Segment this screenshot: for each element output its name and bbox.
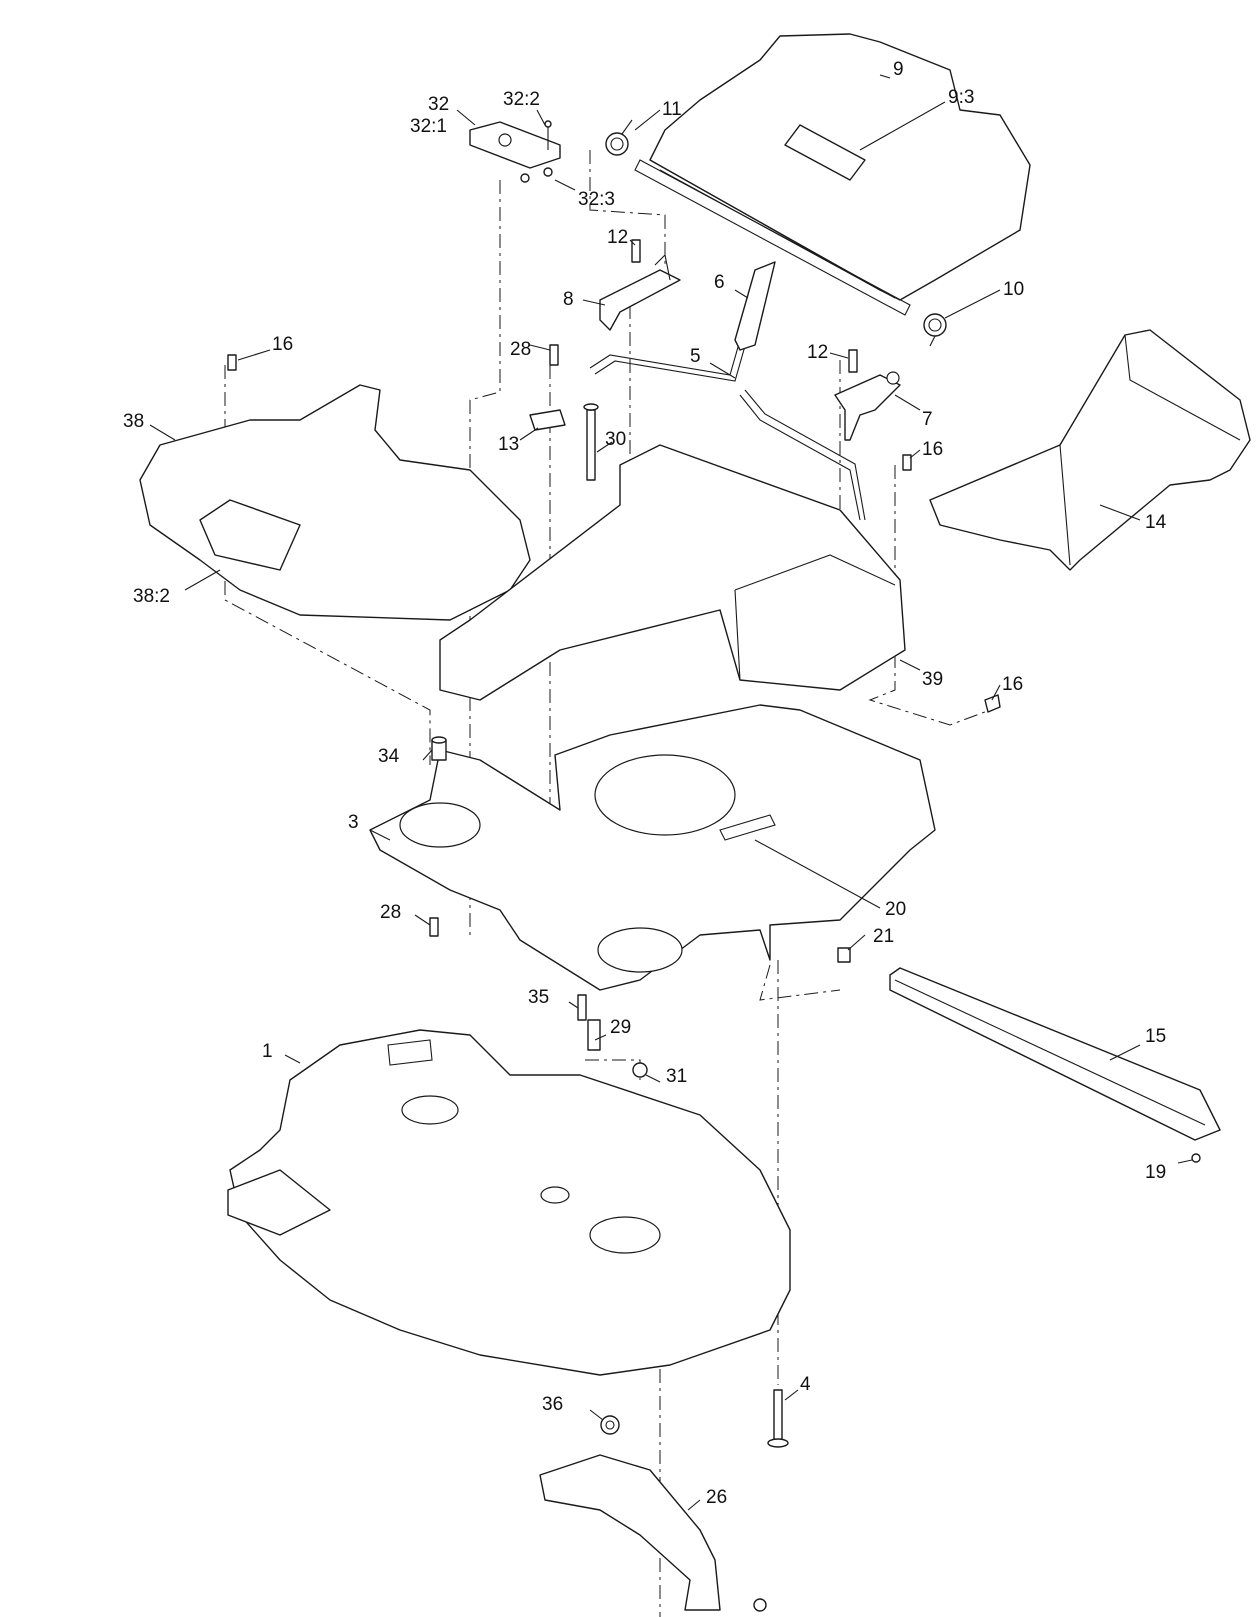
callout-14: 14 <box>1145 512 1167 533</box>
part-6-lever-handle <box>734 261 776 351</box>
callout-12a: 12 <box>607 227 628 248</box>
callout-8: 8 <box>563 289 574 310</box>
callout-4: 4 <box>800 1374 811 1395</box>
callout-7: 7 <box>922 409 933 430</box>
callout-16b: 16 <box>922 439 943 460</box>
callout-20: 20 <box>885 899 906 920</box>
part-9-top-cover <box>634 33 1031 316</box>
callout-30: 30 <box>605 429 626 450</box>
callout-38-2: 38:2 <box>133 586 170 607</box>
part-4-bolt <box>767 1389 789 1448</box>
part-13-plate <box>529 409 566 431</box>
decal-9-3 <box>784 124 866 181</box>
callout-9-3: 9:3 <box>948 87 974 108</box>
callout-32-3: 32:3 <box>578 189 615 210</box>
part-19-screw <box>1191 1153 1201 1163</box>
part-32-bracket <box>469 120 561 183</box>
callout-38: 38 <box>123 411 144 432</box>
part-36-nut <box>600 1415 620 1435</box>
callout-26: 26 <box>706 1487 727 1508</box>
callout-31: 31 <box>666 1066 687 1087</box>
decal-38-2 <box>199 499 301 571</box>
callout-10: 10 <box>1003 279 1024 300</box>
callout-32-1: 32:1 <box>410 116 447 137</box>
callout-labels: 1 3 4 5 6 7 8 9 9:3 10 11 12 12 13 14 15… <box>123 59 1167 1508</box>
leader-lines <box>149 74 1193 1511</box>
part-14-side-guard <box>929 329 1251 571</box>
callout-16c: 16 <box>1002 674 1023 695</box>
fasteners-upper <box>227 239 1001 713</box>
part-30-pin <box>583 403 599 481</box>
callout-21: 21 <box>873 926 894 947</box>
callout-11: 11 <box>662 99 682 120</box>
part-11-spring <box>605 119 633 156</box>
callout-5: 5 <box>690 346 701 367</box>
part-15-rail <box>889 967 1221 1141</box>
part-1-deck <box>227 1029 791 1376</box>
callout-12b: 12 <box>807 342 828 363</box>
callout-1: 1 <box>262 1041 273 1062</box>
callout-15: 15 <box>1145 1026 1166 1047</box>
part-20-frame <box>369 704 936 991</box>
callout-34: 34 <box>378 746 400 767</box>
callout-29: 29 <box>610 1017 631 1038</box>
callout-19: 19 <box>1145 1162 1166 1183</box>
callout-9: 9 <box>893 59 904 80</box>
callout-35: 35 <box>528 987 549 1008</box>
callout-39: 39 <box>922 669 943 690</box>
callout-6: 6 <box>714 272 725 293</box>
callout-13: 13 <box>498 434 519 455</box>
fasteners-middle <box>429 736 851 1078</box>
callout-32-2: 32:2 <box>503 89 540 110</box>
callout-3: 3 <box>348 812 359 833</box>
callout-16a: 16 <box>272 334 293 355</box>
part-38-seat <box>139 384 531 621</box>
part-10-spring <box>923 313 947 347</box>
callout-36: 36 <box>542 1394 563 1415</box>
callout-28a: 28 <box>510 339 531 360</box>
callout-28b: 28 <box>380 902 401 923</box>
part-39-console <box>439 444 906 701</box>
part-7-bracket <box>834 371 901 441</box>
callout-32: 32 <box>428 94 449 115</box>
part-26-guard <box>539 1454 767 1612</box>
